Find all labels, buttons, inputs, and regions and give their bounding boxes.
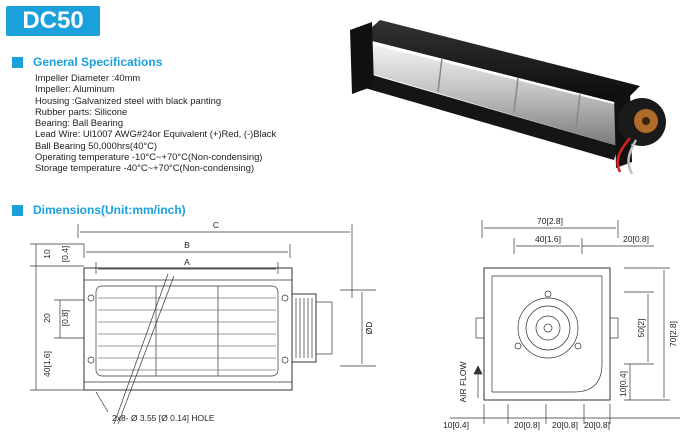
impeller-ring (437, 57, 443, 93)
impeller-ring (513, 77, 519, 113)
spec-line: Impeller: Aluminum (35, 83, 115, 95)
spec-line: Bearing: Ball Bearing (35, 117, 124, 129)
side-b10: 10[0.4] (443, 420, 469, 430)
dim-b-label: B (184, 240, 190, 250)
dim-top-in: [0.4] (60, 246, 70, 263)
section-marker (12, 56, 23, 68)
dim-mid-in: [0.8] (60, 310, 70, 327)
dimensions-header: Dimensions(Unit:mm/inch) (12, 203, 186, 217)
air-flow-label: AIR FLOW (458, 361, 468, 402)
spec-line: Impeller Diameter :40mm (35, 72, 141, 83)
spec-line: Housing :Galvanized steel with black pan… (35, 94, 222, 106)
impeller-ring (575, 93, 581, 129)
dim-low-label: 40[1.6] (42, 351, 52, 377)
side-b20b: 20[0.8] (552, 420, 578, 430)
end-plate-left (350, 22, 374, 94)
section-marker (12, 204, 23, 216)
side-b20c: 20[0.8] (584, 420, 610, 430)
side-h70: 70[2.8] (668, 321, 678, 347)
lead-wires (616, 137, 631, 173)
spec-line: Storage temperature -40°C~+70°C(Non-cond… (35, 162, 255, 174)
spec-line: Lead Wire: Ul1007 AWG#24or Equivalent (+… (35, 128, 277, 140)
side-h10: 10[0.4] (618, 371, 628, 397)
dimensions-title: Dimensions(Unit:mm/inch) (33, 203, 186, 217)
general-spec-title: General Specifications (33, 55, 163, 69)
dim-diameter-label: ØD (364, 322, 374, 335)
general-spec-header: General Specifications (12, 55, 162, 69)
side-w70: 70[2.8] (537, 216, 563, 226)
dim-mid-mm: 20 (42, 313, 52, 323)
dim-a-label: A (184, 257, 190, 267)
fan-housing-top (360, 20, 640, 104)
side-w20-top: 20[0.8] (623, 234, 649, 244)
spec-line: Operating temperature -10°C~+70°C(Non-co… (35, 151, 263, 163)
dim-top-mm: 10 (42, 249, 52, 259)
fan-housing-bottom (358, 72, 618, 160)
spec-list: Impeller Diameter :40mm Impeller: Alumin… (35, 72, 276, 174)
spec-line: Rubber parts: Silicone (35, 105, 128, 117)
hole-note: 2x8- Ø 3.55 [Ø 0.14] HOLE (112, 413, 215, 423)
impeller (366, 44, 622, 146)
spec-line: Ball Bearing 50,000hrs(40°C) (35, 139, 158, 151)
product-photo (350, 20, 666, 175)
side-w40: 40[1.6] (535, 234, 561, 244)
side-h50: 50[2] (636, 319, 646, 338)
side-view-drawing: 70[2.8] 40[1.6] 20[0.8] 50[2] 70[2.8] 10… (443, 216, 680, 430)
dim-c-label: C (213, 220, 219, 230)
front-view-drawing: C B A 10 [0.4] 20 [0.8] 40[1.6] ØD 2x8- … (30, 220, 376, 425)
side-b20a: 20[0.8] (514, 420, 540, 430)
model-badge: DC50 (6, 6, 100, 36)
